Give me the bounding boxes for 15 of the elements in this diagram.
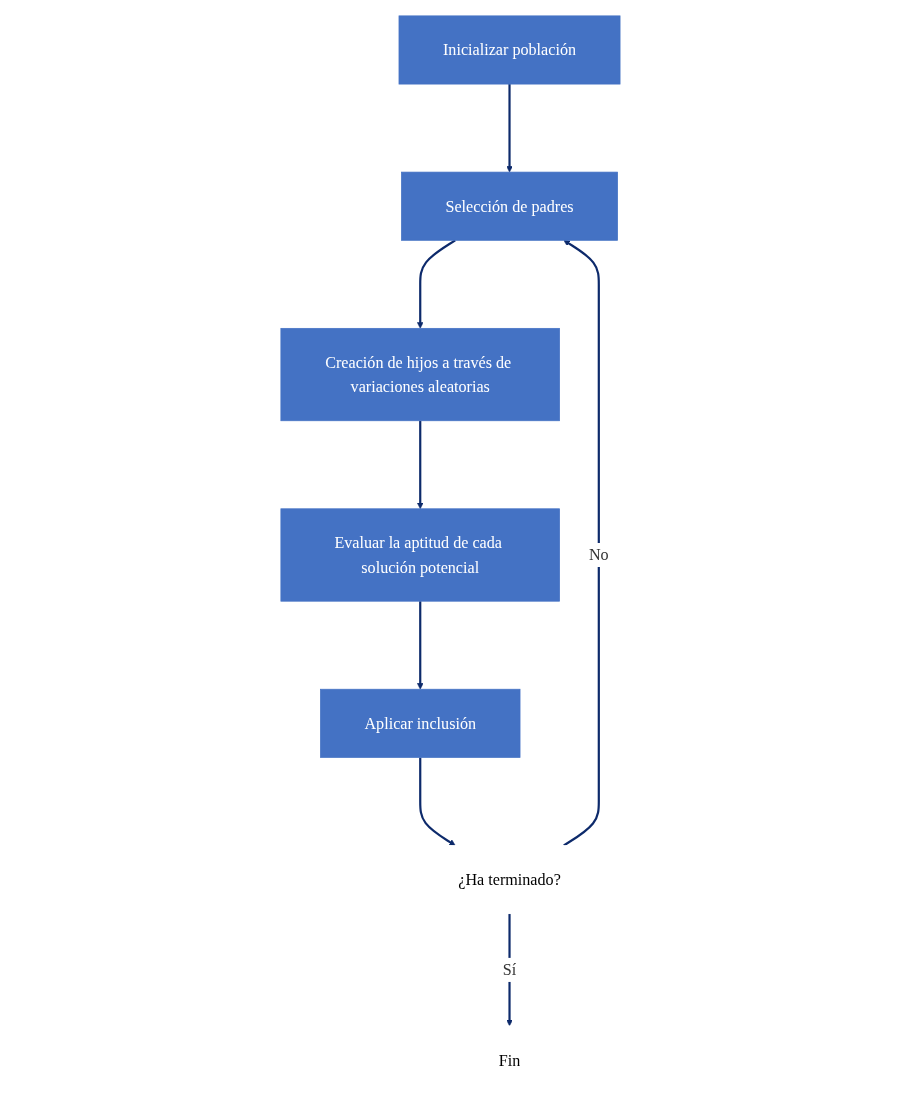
arrow	[416, 600, 423, 689]
node-box: Selección de padres	[400, 171, 618, 241]
arrow	[505, 83, 513, 172]
edge-label: Sí	[502, 960, 516, 979]
arrow	[418, 756, 456, 846]
node-box: Inicializar población	[398, 15, 620, 84]
edge-label: No	[588, 545, 609, 564]
node-box: Creación de hijos a través de variaciones aleatorias	[280, 327, 560, 421]
arrow	[416, 420, 423, 509]
node-text: Fin	[498, 1050, 520, 1069]
node-text: ¿Ha terminado?	[457, 869, 561, 889]
node-box: Aplicar inclusión	[319, 688, 520, 758]
node-box: Evaluar la aptitud de cada solución potencial	[280, 507, 560, 602]
arrow	[562, 239, 600, 846]
arrow	[416, 238, 456, 329]
